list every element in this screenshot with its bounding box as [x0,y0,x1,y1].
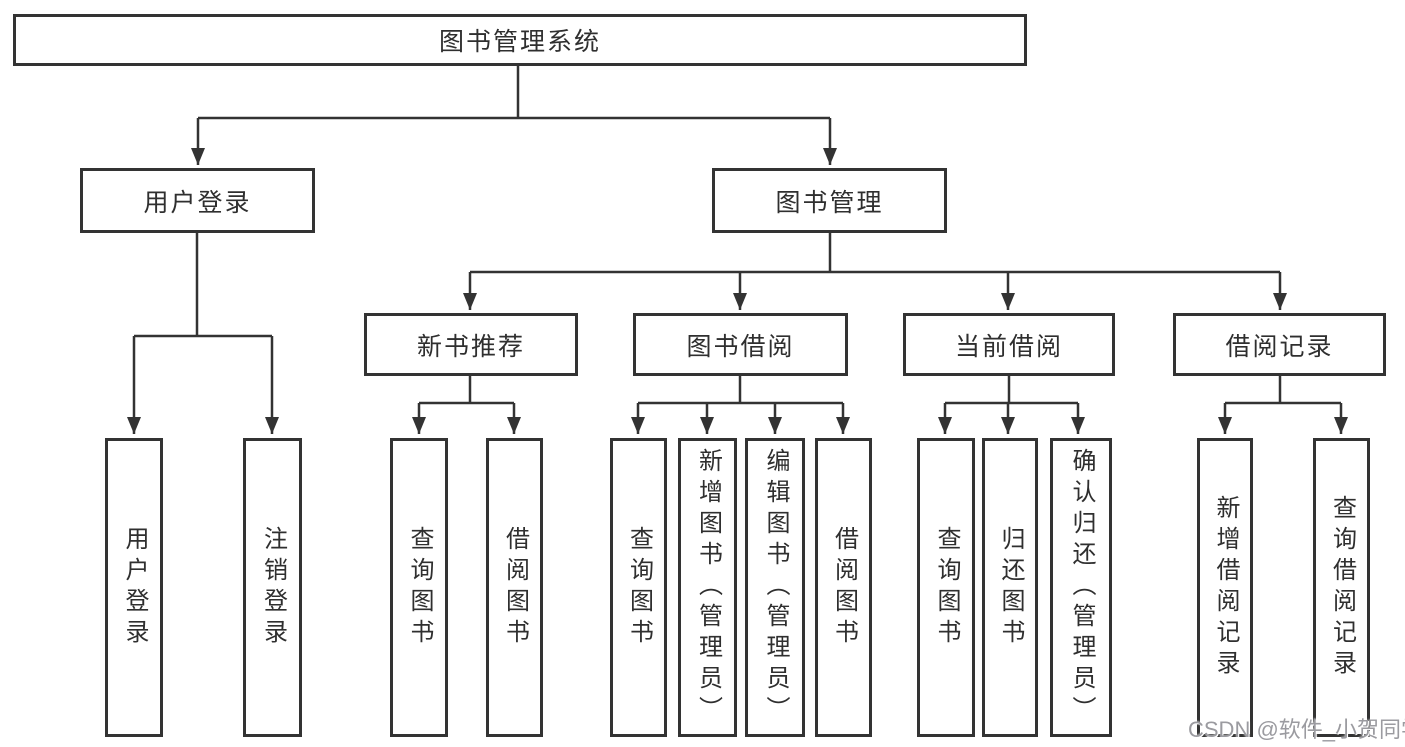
node-book-management: 图书管理 [712,168,947,233]
leaf-edit-book-admin-label: 编辑图书（管理员） [762,448,789,727]
node-new-book-recommend-label: 新书推荐 [416,332,525,361]
leaf-query-book-recommend-label: 查询图书 [406,525,433,650]
leaf-user-login: 用户登录 [105,438,163,737]
node-user-login: 用户登录 [80,168,315,233]
leaf-return-book: 归还图书 [982,438,1038,737]
leaf-add-book-admin-label: 新增图书（管理员） [694,448,722,727]
leaf-query-book-borrow: 查询图书 [610,438,667,737]
leaf-edit-book-admin: 编辑图书（管理员） [745,438,805,737]
node-user-login-label: 用户登录 [143,188,252,217]
leaf-add-borrow-record: 新增借阅记录 [1197,438,1253,737]
leaf-query-book-borrow-label: 查询图书 [625,525,653,650]
leaf-query-borrow-record: 查询借阅记录 [1313,438,1370,737]
node-book-borrow: 图书借阅 [633,313,848,376]
node-book-management-label: 图书管理 [775,188,884,217]
node-current-borrow: 当前借阅 [903,313,1115,376]
csdn-watermark: CSDN @软件_小贺同学 [1188,717,1405,742]
leaf-borrow-book-borrow: 借阅图书 [815,438,872,737]
leaf-query-book-recommend: 查询图书 [390,438,448,737]
leaf-borrow-book-recommend-label: 借阅图书 [501,525,529,650]
leaf-user-login-label: 用户登录 [121,525,148,650]
leaf-logout: 注销登录 [243,438,302,737]
leaf-confirm-return-admin-label: 确认归还（管理员） [1068,448,1095,727]
leaf-logout-label: 注销登录 [259,525,287,650]
node-book-borrow-label: 图书借阅 [686,332,795,361]
leaf-borrow-book-recommend: 借阅图书 [486,438,543,737]
node-borrow-records: 借阅记录 [1173,313,1386,376]
leaf-query-book-current-label: 查询图书 [933,525,960,650]
leaf-query-borrow-record-label: 查询借阅记录 [1328,494,1356,681]
node-root: 图书管理系统 [13,14,1027,66]
leaf-add-borrow-record-label: 新增借阅记录 [1212,494,1239,681]
leaf-borrow-book-borrow-label: 借阅图书 [830,525,858,650]
leaf-return-book-label: 归还图书 [997,525,1024,650]
node-borrow-records-label: 借阅记录 [1225,332,1334,361]
node-root-label: 图书管理系统 [438,28,601,56]
node-current-borrow-label: 当前借阅 [954,332,1063,361]
node-new-book-recommend: 新书推荐 [364,313,578,376]
leaf-add-book-admin: 新增图书（管理员） [678,438,737,737]
leaf-query-book-current: 查询图书 [917,438,975,737]
leaf-confirm-return-admin: 确认归还（管理员） [1050,438,1112,737]
